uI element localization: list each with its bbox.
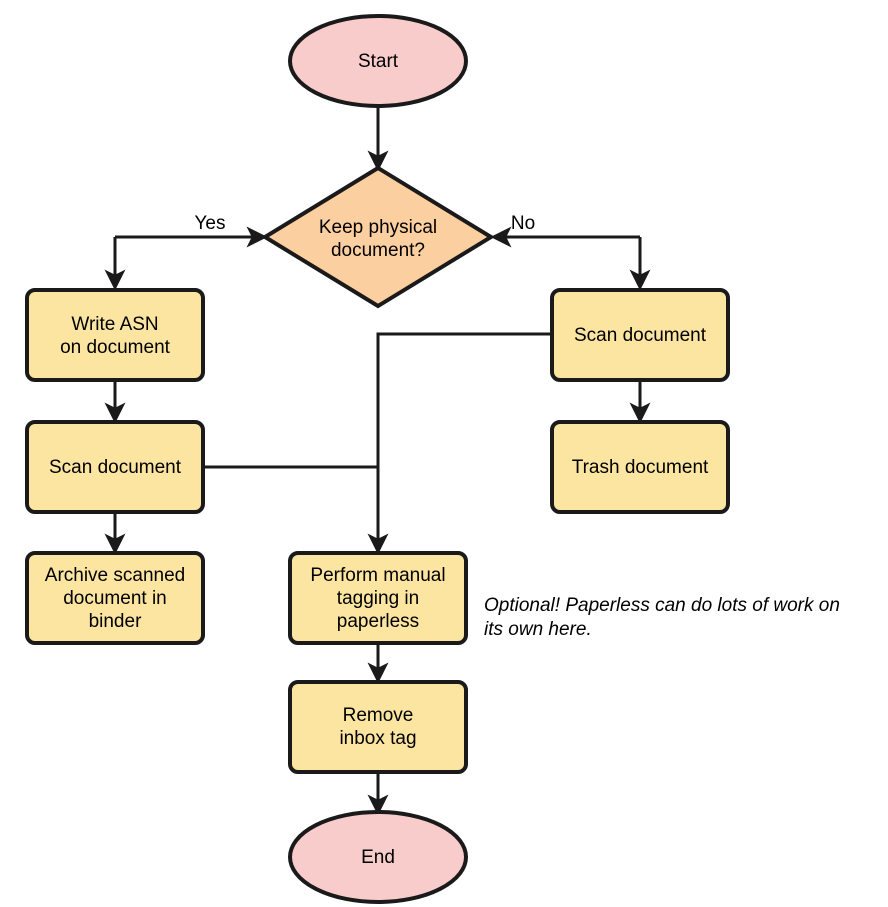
end-ellipse (288, 810, 468, 904)
node-decision-keep-physical-document[interactable]: Keep physical document? (261, 165, 495, 309)
end-label: End (361, 847, 395, 868)
annotation-line2: its own here. (484, 619, 592, 640)
archive-label-line1: Archive scanned (45, 565, 185, 586)
decision-label-line1: Keep physical (319, 217, 437, 238)
node-archive-scanned-document[interactable]: Archive scanned document in binder (25, 551, 205, 645)
start-label: Start (358, 51, 399, 72)
start-ellipse (288, 14, 468, 108)
edge-label-yes: Yes (195, 213, 226, 234)
scan-document-right-box (550, 288, 730, 382)
tagging-label-line3: paperless (337, 611, 419, 632)
node-start[interactable]: Start (288, 14, 468, 108)
archive-box (25, 551, 205, 645)
archive-label-line3: binder (89, 611, 142, 632)
node-remove-inbox-tag[interactable]: Remove inbox tag (288, 680, 468, 774)
node-end[interactable]: End (288, 810, 468, 904)
write-asn-label-line1: Write ASN (71, 314, 158, 335)
archive-label-line2: document in (63, 588, 167, 609)
remove-inbox-tag-label-line1: Remove (343, 705, 414, 726)
remove-inbox-tag-label-line2: inbox tag (339, 728, 416, 749)
tagging-box (288, 551, 468, 645)
remove-inbox-tag-box (288, 680, 468, 774)
annotation-line1: Optional! Paperless can do lots of work … (484, 595, 840, 616)
node-scan-document-right[interactable]: Scan document (550, 288, 730, 382)
edge-label-no: No (511, 213, 535, 234)
trash-document-box (550, 420, 730, 514)
scan-document-right-label: Scan document (574, 325, 707, 346)
node-perform-manual-tagging[interactable]: Perform manual tagging in paperless (288, 551, 468, 645)
write-asn-label-line2: on document (60, 337, 171, 358)
scan-document-left-box (25, 420, 205, 514)
scan-document-left-label: Scan document (49, 457, 182, 478)
node-trash-document[interactable]: Trash document (550, 420, 730, 514)
tagging-label-line2: tagging in (337, 588, 419, 609)
node-write-asn-on-document[interactable]: Write ASN on document (25, 288, 205, 382)
write-asn-box (25, 288, 205, 382)
tagging-label-line1: Perform manual (310, 565, 445, 586)
decision-diamond (261, 165, 495, 309)
trash-document-label: Trash document (572, 457, 709, 478)
decision-label-line2: document? (331, 240, 425, 261)
edge-scan-right-to-tagging (367, 332, 552, 555)
node-scan-document-left[interactable]: Scan document (25, 420, 205, 514)
